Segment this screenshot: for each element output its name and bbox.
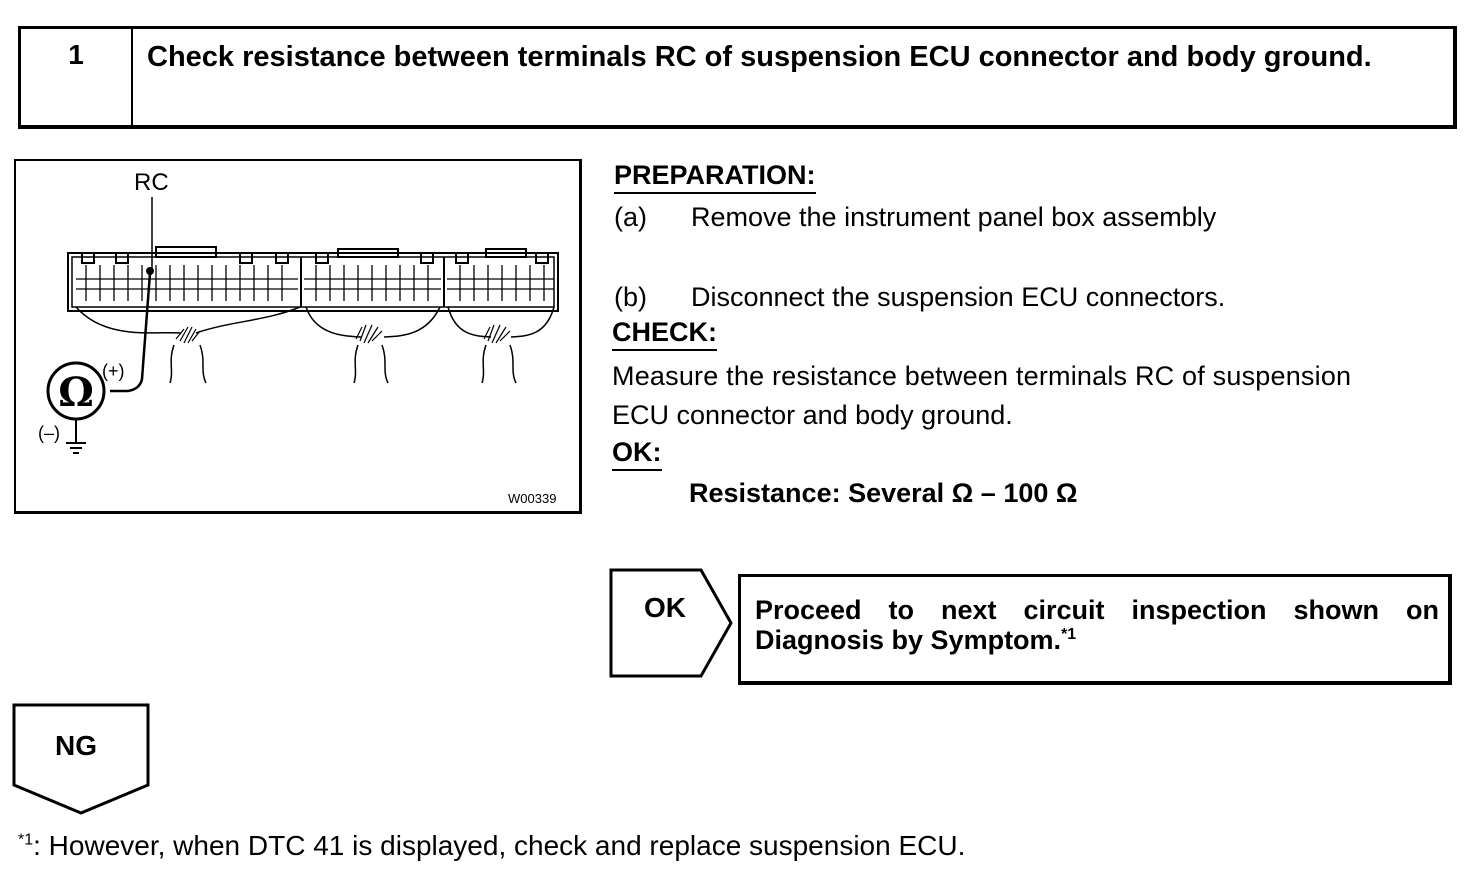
proceed-text-wrap: Proceed to next circuit inspection shown… xyxy=(755,595,1439,655)
prep-a-marker: (a) xyxy=(614,202,647,232)
proceed-box: Proceed to next circuit inspection shown… xyxy=(738,574,1452,685)
ok-branch-label: OK xyxy=(644,592,686,623)
footnote: *1: However, when DTC 41 is displayed, c… xyxy=(18,830,965,862)
check-heading: CHECK: xyxy=(612,317,717,351)
positive-lead-label: (+) xyxy=(102,361,125,381)
footnote-marker: *1 xyxy=(18,831,34,849)
step-header: 1 Check resistance between terminals RC … xyxy=(18,26,1457,129)
negative-lead-label: (–) xyxy=(38,423,60,443)
svg-text:Ω: Ω xyxy=(58,369,94,416)
ng-branch-label: NG xyxy=(55,730,97,761)
check-line-2: ECU connector and body ground. xyxy=(612,400,1013,430)
step-number: 1 xyxy=(68,39,84,70)
footnote-text: : However, when DTC 41 is displayed, che… xyxy=(33,830,966,861)
proceed-footnote-ref: *1 xyxy=(1061,626,1077,643)
connector-figure: Ω RC (+) (–) W00339 xyxy=(14,159,582,514)
rc-terminal-label: RC xyxy=(134,169,169,196)
prep-b-text: Disconnect the suspension ECU connectors… xyxy=(691,282,1226,312)
check-line-1: Measure the resistance between terminals… xyxy=(612,361,1352,391)
resistance-spec: Resistance: Several Ω – 100 Ω xyxy=(689,478,1078,508)
ok-arrow-shape xyxy=(609,568,733,678)
step-title: Check resistance between terminals RC of… xyxy=(147,41,1372,73)
connector-diagram: Ω xyxy=(46,197,559,454)
proceed-text: Proceed to next circuit inspection shown… xyxy=(755,595,1439,655)
step-number-cell: 1 xyxy=(21,29,133,125)
figure-code: W00339 xyxy=(508,491,557,506)
preparation-heading: PREPARATION: xyxy=(614,160,816,194)
ng-arrow-shape xyxy=(12,703,150,815)
ok-spec-heading: OK: xyxy=(612,437,662,471)
prep-b-marker: (b) xyxy=(614,282,647,312)
prep-a-text: Remove the instrument panel box assembly xyxy=(691,202,1217,232)
